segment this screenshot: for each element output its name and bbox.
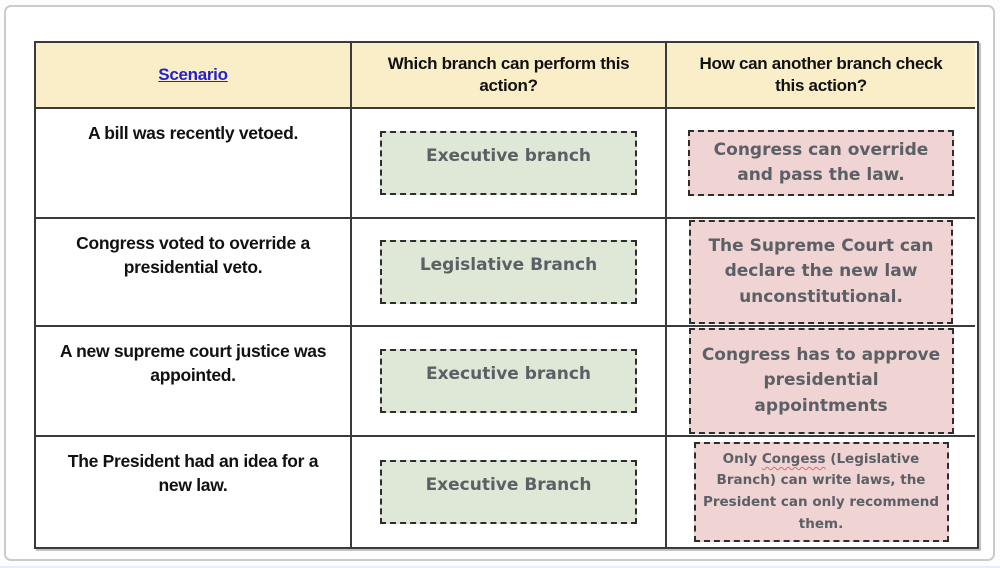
- check-cell-row4: Only Congess (Legislative Branch) can wr…: [667, 437, 975, 547]
- check-answer-box-row1[interactable]: Congress can override and pass the law.: [688, 130, 954, 196]
- branch-cell-row1: Executive branch: [352, 109, 667, 219]
- check-cell-row2: The Supreme Court can declare the new la…: [667, 219, 975, 327]
- misspelled-word: Congess: [761, 450, 826, 467]
- scenario-row4: The President had an idea for a new law.: [36, 437, 352, 547]
- slide-page: Scenario Which branch can perform this a…: [4, 5, 995, 561]
- branch-cell-row4: Executive Branch: [352, 437, 667, 547]
- check-answer-box-row2[interactable]: The Supreme Court can declare the new la…: [689, 220, 953, 324]
- branch-cell-row3: Executive branch: [352, 327, 667, 437]
- branch-answer-box-row2[interactable]: Legislative Branch: [380, 240, 637, 304]
- scenario-row3: A new supreme court justice was appointe…: [36, 327, 352, 437]
- header-cell-check: How can another branch check this action…: [667, 43, 975, 109]
- check-cell-row1: Congress can override and pass the law.: [667, 109, 975, 219]
- checks-balances-table: Scenario Which branch can perform this a…: [34, 41, 979, 549]
- check-row4-text: Only Congess (Legislative Branch) can wr…: [702, 450, 940, 532]
- branch-answer-box-row4[interactable]: Executive Branch: [380, 460, 637, 524]
- check-answer-box-row4[interactable]: Only Congess (Legislative Branch) can wr…: [693, 442, 949, 542]
- header-cell-scenario: Scenario: [36, 43, 352, 109]
- scenario-row1: A bill was recently vetoed.: [36, 109, 352, 219]
- branch-cell-row2: Legislative Branch: [352, 219, 667, 327]
- bottom-edge-strip: [0, 566, 1000, 568]
- header-cell-branch: Which branch can perform this action?: [352, 43, 667, 109]
- check-answer-box-row3[interactable]: Congress has to approve presidential app…: [688, 328, 954, 434]
- scenario-row2: Congress voted to override a presidentia…: [36, 219, 352, 327]
- branch-answer-box-row1[interactable]: Executive branch: [380, 131, 637, 195]
- branch-answer-box-row3[interactable]: Executive branch: [380, 349, 637, 413]
- check-cell-row3: Congress has to approve presidential app…: [667, 327, 975, 437]
- scenario-header-link[interactable]: Scenario: [158, 64, 228, 84]
